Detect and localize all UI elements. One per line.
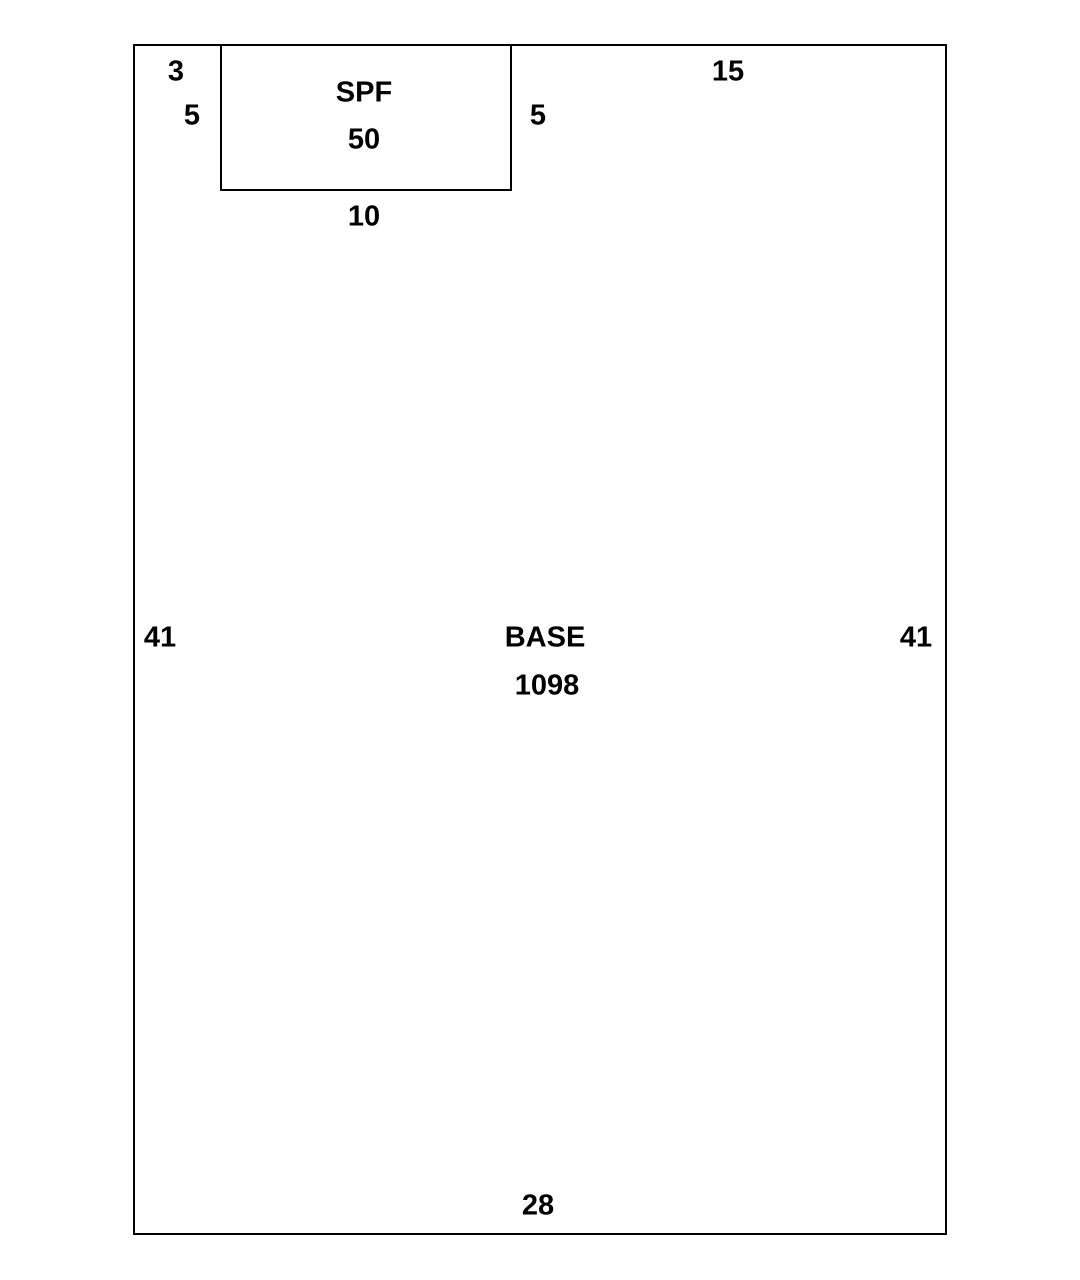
spf-area: 50 [347, 123, 381, 156]
spf-right-dim: 5 [529, 99, 547, 132]
base-area: 1098 [514, 669, 580, 702]
base-top-dim: 15 [711, 55, 745, 88]
spf-label: SPF [335, 76, 393, 109]
base-bottom-dim: 28 [521, 1189, 555, 1222]
spf-left-dim: 5 [183, 99, 201, 132]
spf-bottom-dim: 10 [347, 200, 381, 233]
spf-outline [220, 44, 512, 191]
base-outline [133, 44, 947, 1235]
base-label: BASE [504, 621, 586, 654]
spf-offset-dim: 3 [167, 55, 185, 88]
base-right-dim: 41 [899, 621, 933, 654]
base-left-dim: 41 [143, 621, 177, 654]
